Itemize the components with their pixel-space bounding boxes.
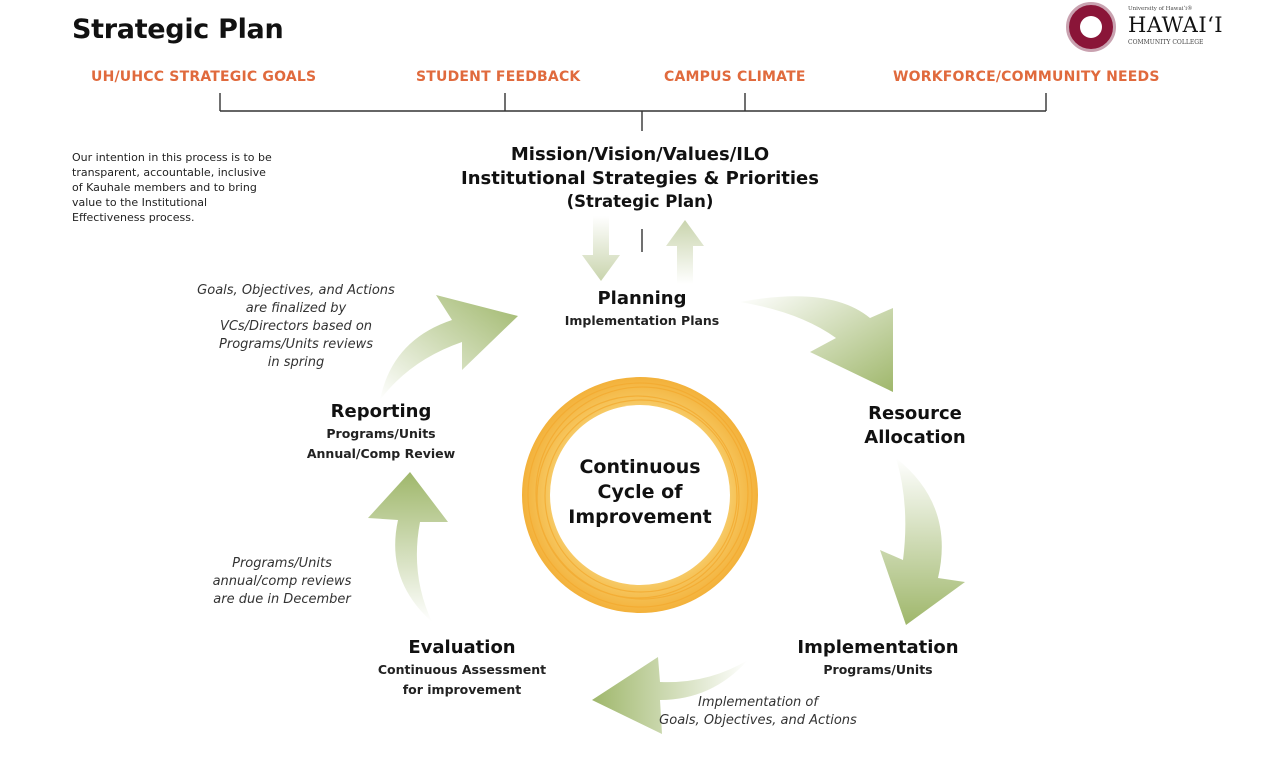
resource-title-line1: Resource: [868, 403, 962, 424]
reporting-title: Reporting: [330, 401, 432, 422]
planning-title: Planning: [597, 288, 687, 309]
up-arrow-icon: [666, 220, 704, 284]
strategic-plan-label: (Strategic Plan): [566, 192, 714, 211]
note-line: annual/comp reviews: [212, 574, 352, 589]
logo-university-text: University of Hawaiʻi®: [1128, 6, 1193, 12]
node-evaluation: Evaluation Continuous Assessment for imp…: [350, 636, 574, 700]
node-reporting: Reporting Programs/Units Annual/Comp Rev…: [281, 400, 481, 464]
note-line: are finalized by: [245, 301, 347, 316]
planning-subtitle: Implementation Plans: [564, 313, 720, 328]
sun-graphic: [522, 377, 758, 613]
note-line: Goals, Objectives, and Actions: [659, 713, 857, 728]
note-line: Programs/Units: [232, 556, 332, 571]
note-line: Programs/Units reviews: [219, 337, 373, 352]
note-implementation: Implementation of Goals, Objectives, and…: [636, 694, 880, 730]
note-line: Goals, Objectives, and Actions: [197, 283, 395, 298]
node-implementation: Implementation Programs/Units: [782, 636, 974, 680]
strategies-heading: Institutional Strategies & Priorities: [461, 168, 819, 189]
down-arrow-icon: [582, 216, 620, 281]
implementation-subtitle: Programs/Units: [823, 662, 933, 677]
logo-subtitle: COMMUNITY COLLEGE: [1128, 39, 1204, 46]
center-line3: Improvement: [568, 506, 712, 528]
input-strategic-goals: UH/UHCC STRATEGIC GOALS: [91, 69, 317, 85]
reporting-subtitle-line1: Programs/Units: [326, 426, 436, 441]
evaluation-title: Evaluation: [408, 637, 516, 658]
mission-block: Mission/Vision/Values/ILO Institutional …: [430, 143, 850, 213]
uh-hawaii-cc-logo: University of Hawaiʻi® HAWAIʻI COMMUNITY…: [1066, 2, 1226, 52]
center-line1: Continuous: [579, 456, 701, 478]
input-campus-climate: CAMPUS CLIMATE: [664, 69, 806, 85]
input-student-feedback: STUDENT FEEDBACK: [416, 69, 581, 85]
intro-text: Our intention in this process is to be t…: [72, 151, 272, 224]
note-line: in spring: [267, 355, 325, 370]
arrow-planning-to-resource-icon: [740, 296, 893, 392]
note-line: VCs/Directors based on: [219, 319, 373, 334]
inputs-bracket: [219, 93, 1047, 252]
node-planning: Planning Implementation Plans: [540, 287, 744, 331]
center-line2: Cycle of: [597, 481, 683, 503]
node-resource-allocation: Resource Allocation: [835, 402, 995, 450]
implementation-title: Implementation: [797, 637, 959, 658]
mission-heading: Mission/Vision/Values/ILO: [510, 144, 770, 165]
note-goals-finalized: Goals, Objectives, and Actions are final…: [170, 282, 422, 372]
center-label: Continuous Cycle of Improvement: [540, 455, 740, 530]
reporting-subtitle-line2: Annual/Comp Review: [306, 446, 456, 461]
arrow-implementation-to-evaluation-icon: [592, 657, 748, 734]
arrow-resource-to-implementation-icon: [880, 458, 965, 625]
resource-title-line2: Allocation: [864, 427, 966, 448]
logo-name: HAWAIʻI: [1128, 13, 1224, 37]
arrow-evaluation-to-reporting-icon: [368, 472, 448, 622]
university-seal-icon: [1066, 2, 1116, 52]
note-reviews-due: Programs/Units annual/comp reviews are d…: [184, 555, 380, 609]
input-workforce-needs: WORKFORCE/COMMUNITY NEEDS: [893, 69, 1160, 85]
evaluation-subtitle-line2: for improvement: [402, 682, 522, 697]
note-line: Implementation of: [698, 695, 818, 710]
note-line: are due in December: [213, 592, 351, 607]
page-title: Strategic Plan: [72, 14, 284, 45]
arrow-reporting-to-planning-icon: [380, 295, 518, 400]
evaluation-subtitle-line1: Continuous Assessment: [377, 662, 547, 677]
